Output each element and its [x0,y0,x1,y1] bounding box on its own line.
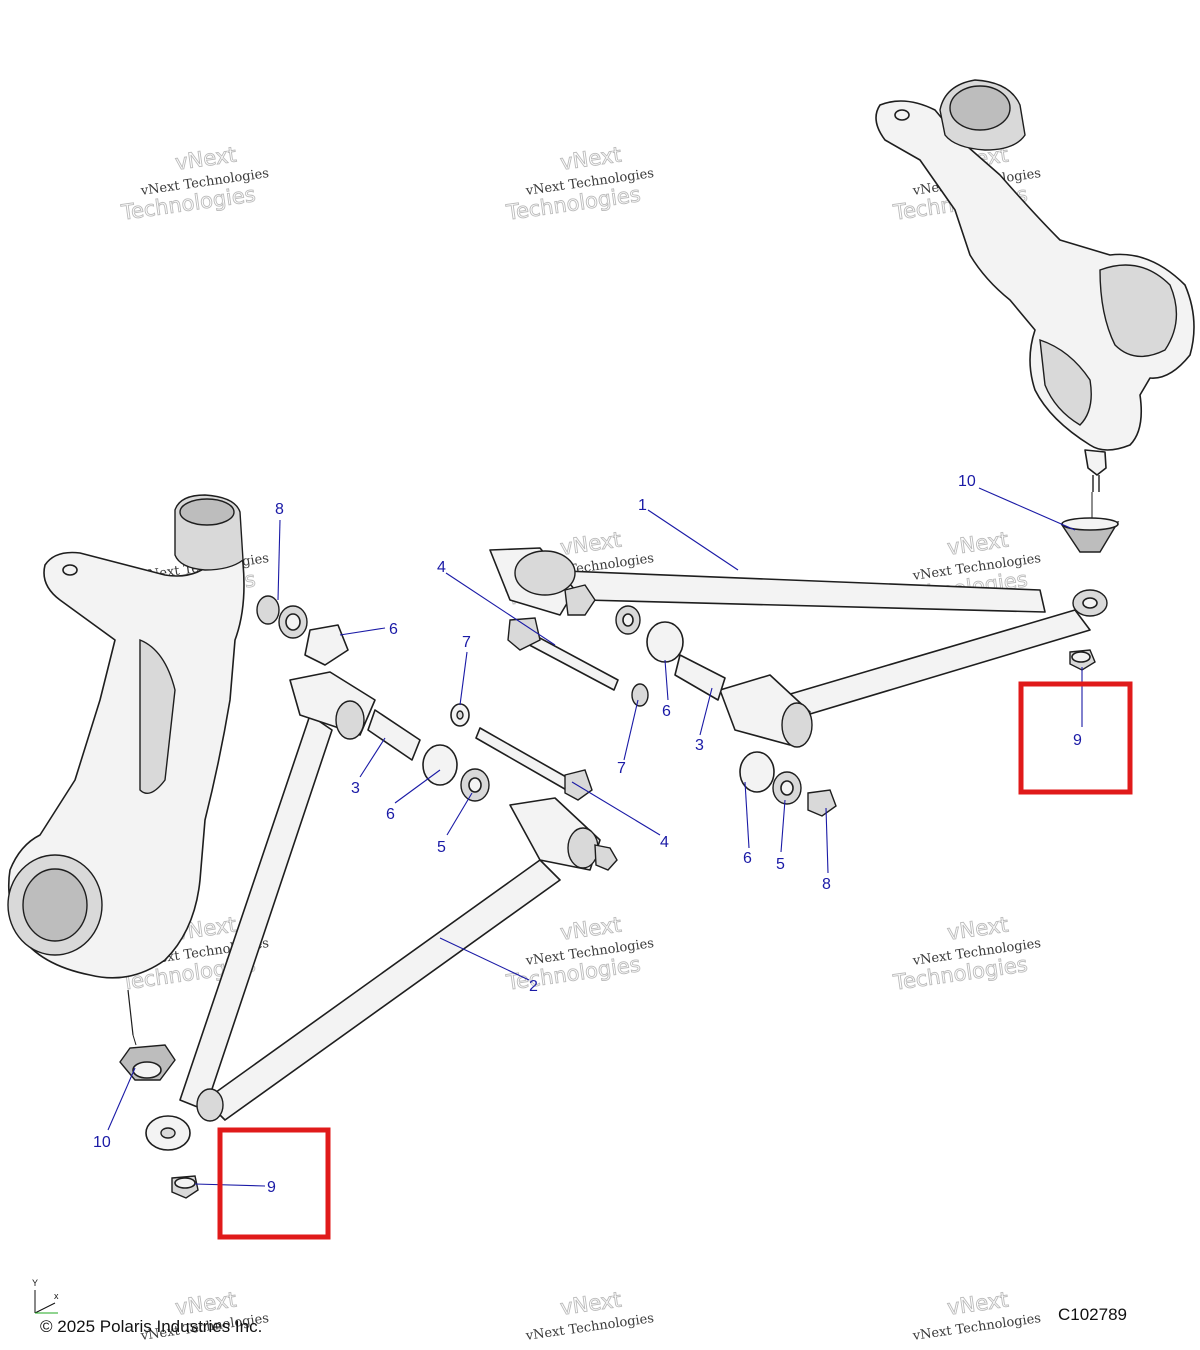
svg-text:vNext Technologies: vNext Technologies [911,1311,1042,1344]
axis-indicator: Y x [32,1278,59,1314]
svg-text:vNext: vNext [174,1288,238,1320]
callout-4: 4 [660,834,669,851]
callout-10: 10 [93,1134,111,1151]
watermark-layer: vNext vNext Technologies Technologies vN… [119,142,1042,1344]
svg-text:vNext: vNext [946,913,1010,945]
svg-text:vNext: vNext [559,143,623,175]
callout-8: 8 [275,501,284,518]
callout-6: 6 [662,703,671,720]
svg-text:vNext: vNext [559,1288,623,1320]
callout-6: 6 [743,850,752,867]
copyright-text: © 2025 Polaris Industries Inc. [40,1317,262,1336]
nut-right [1069,649,1096,671]
lower-a-arm [145,671,618,1151]
ball-joint-boot-left [119,1044,176,1081]
upper-a-arm [489,547,1108,748]
callout-10: 10 [958,473,976,490]
watermark: vNext vNext Technologies Technologies [119,142,270,225]
lower-pivot-bolt [475,727,593,801]
left-steering-knuckle [7,494,245,1046]
watermark: vNext vNext Technologies Technologies [504,912,655,995]
svg-text:vNext: vNext [559,528,623,560]
ball-joint-boot-right [1060,517,1120,553]
upper-pivot-bolt [507,617,619,691]
callout-2: 2 [529,978,538,995]
callout-9: 9 [267,1179,276,1196]
callout-5: 5 [437,839,446,856]
callout-4: 4 [437,559,446,576]
highlight-box-left-nut [217,1127,331,1240]
watermark: vNext vNext Technologies Technologies [891,912,1042,995]
leader-lines [107,487,1083,1187]
svg-text:Y: Y [32,1278,38,1288]
callout-labels: 1 2 3 3 4 4 5 5 6 6 6 6 7 7 8 8 9 9 10 1… [93,473,1082,1196]
svg-text:x: x [54,1291,59,1301]
right-steering-knuckle [875,79,1195,520]
svg-text:vNext Technologies: vNext Technologies [524,1311,655,1344]
callout-1: 1 [638,497,647,514]
svg-text:vNext: vNext [559,913,623,945]
svg-text:vNext: vNext [174,143,238,175]
callout-3: 3 [695,737,704,754]
callout-5: 5 [776,856,785,873]
watermark: vNext vNext Technologies [911,1287,1042,1344]
callout-9: 9 [1073,732,1082,749]
callout-6: 6 [386,806,395,823]
figure-id: C102789 [1058,1305,1127,1324]
callout-3: 3 [351,780,360,797]
watermark: vNext vNext Technologies Technologies [504,142,655,225]
nut-left [171,1175,199,1199]
svg-text:vNext: vNext [946,1288,1010,1320]
bushings-left-group [256,595,490,802]
callout-8: 8 [822,876,831,893]
watermark: vNext vNext Technologies [524,1287,655,1344]
svg-text:vNext: vNext [946,528,1010,560]
bushings-right-group [615,605,837,817]
callout-7: 7 [617,760,626,777]
highlight-box-right-nut [1018,681,1133,795]
callout-6: 6 [389,621,398,638]
callout-7: 7 [462,634,471,651]
